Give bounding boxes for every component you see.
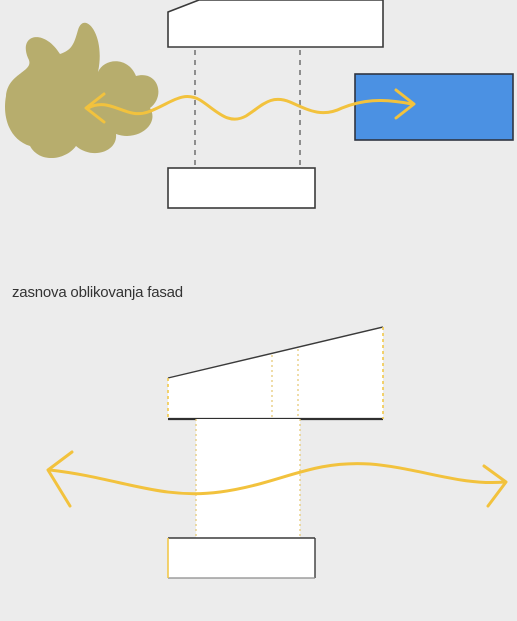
upper-building-block: [167, 0, 384, 48]
lower-building-block: [167, 167, 316, 209]
bottom-diagram: [46, 326, 508, 579]
blue-building-block: [354, 73, 514, 141]
top-diagram: [5, 0, 514, 209]
middle-column: [196, 419, 300, 538]
roof-edge: [167, 326, 384, 379]
upper-facade-block: [168, 327, 383, 419]
diagram-caption: zasnova oblikovanja fasad: [12, 284, 183, 301]
wavy-double-arrow-icon: [84, 88, 416, 124]
horizontal-double-arrow-icon: [46, 450, 508, 508]
lower-facade-block: [168, 538, 315, 578]
tree-shape-icon: [5, 22, 159, 159]
